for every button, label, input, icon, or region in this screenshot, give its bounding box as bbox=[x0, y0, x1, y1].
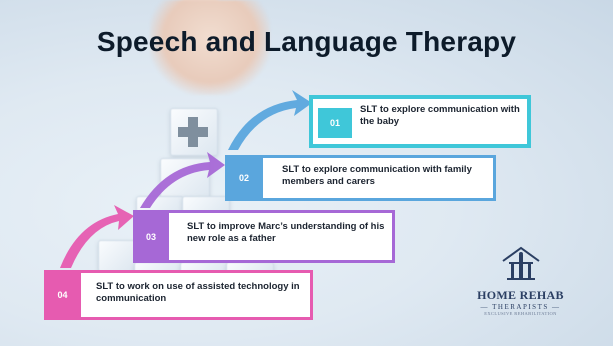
step-number-1: 01 bbox=[318, 108, 352, 138]
step-card-4 bbox=[44, 270, 313, 320]
step-text-2: SLT to explore communication with family… bbox=[282, 164, 472, 187]
arrow-purple-icon bbox=[140, 152, 225, 208]
page-title: Speech and Language Therapy bbox=[96, 26, 517, 57]
logo-subtitle: — THERAPISTS — bbox=[480, 303, 561, 311]
step-text-3: SLT to improve Marc’s understanding of h… bbox=[187, 221, 385, 244]
step-card-3 bbox=[133, 210, 395, 263]
background-hand bbox=[150, 0, 270, 95]
step-number-4: 04 bbox=[44, 270, 81, 320]
step-text-1: SLT to explore communication with the ba… bbox=[360, 104, 520, 127]
arrow-pink-icon bbox=[60, 205, 134, 268]
logo-name: HOME REHAB bbox=[477, 288, 564, 302]
step-number-2: 02 bbox=[225, 155, 263, 201]
logo-tagline: EXCLUSIVE REHABILITATION bbox=[484, 311, 557, 316]
step-text-4: SLT to work on use of assisted technolog… bbox=[96, 281, 300, 304]
company-logo: HOME REHAB — THERAPISTS — EXCLUSIVE REHA… bbox=[468, 245, 573, 316]
arrow-blue-icon bbox=[228, 90, 312, 150]
medical-cross-icon bbox=[176, 115, 210, 149]
house-pillar-logo-icon bbox=[501, 246, 540, 280]
step-number-3: 03 bbox=[133, 210, 169, 263]
